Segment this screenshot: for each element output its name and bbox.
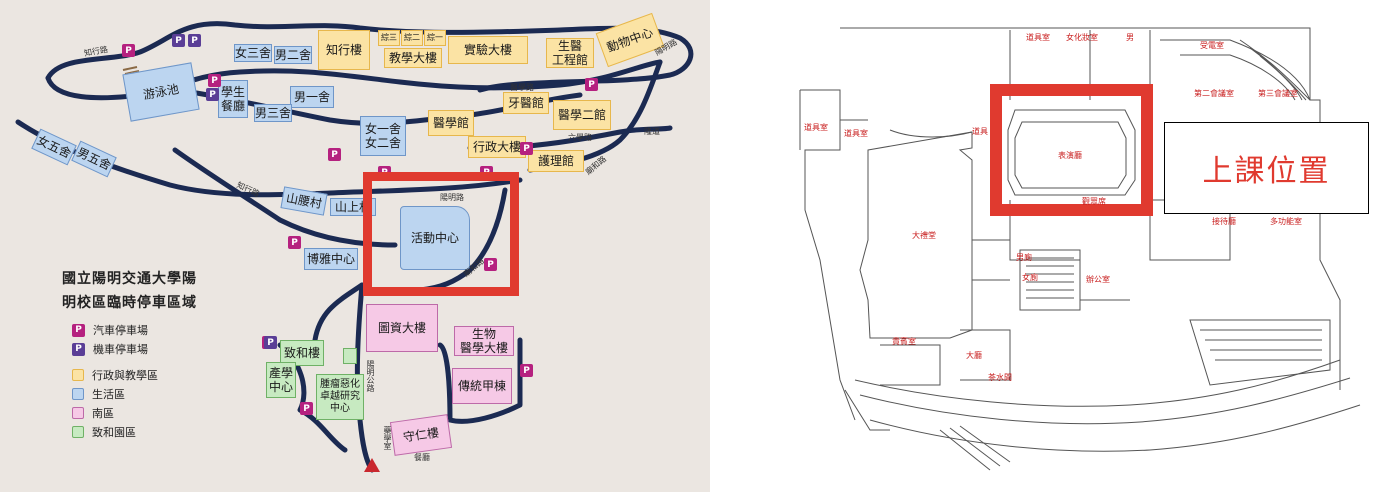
label-ortho: 藥學室: [383, 426, 392, 450]
room-huiyi-three: 第三會議室: [1258, 89, 1298, 98]
building-zong-yi: 綜一: [424, 30, 446, 46]
car-parking-icon: P: [288, 236, 301, 249]
room-huiyi-two: 第二會議室: [1194, 89, 1234, 98]
car-parking-icon: P: [122, 44, 135, 57]
building-chuantong: 傳統甲棟: [452, 368, 512, 404]
room-nanmian: 男廁: [1016, 253, 1032, 262]
room-duogongneng: 多功能室: [1270, 217, 1302, 226]
building-zhixing: 知行樓: [318, 30, 370, 70]
car-parking-icon: P: [520, 364, 533, 377]
building-shengwu: 生物 醫學大樓: [454, 326, 514, 356]
building-boya: 博雅中心: [304, 248, 358, 270]
building-xuesheng: 學生 餐廳: [218, 80, 248, 118]
legend-label: 生活區: [92, 388, 125, 401]
road-label-r3: 醫學路: [510, 83, 534, 92]
building-zong-er: 綜二: [401, 30, 423, 46]
car-parking-icon: P: [520, 142, 533, 155]
building-yixue-er: 醫學二館: [553, 100, 611, 130]
life-zone-swatch: [72, 388, 84, 400]
legend-label: 南區: [92, 407, 114, 420]
motorcycle-parking-icon: P: [264, 336, 277, 349]
room-daojushi-left: 道具室: [804, 123, 828, 132]
zhihe-zone-swatch: [72, 426, 84, 438]
legend-label: 致和園區: [92, 426, 136, 439]
room-nvce: 女廁: [1022, 273, 1038, 282]
legend-car-parking: P 汽車停車場: [72, 322, 148, 338]
building-chuanxue: 產學 中心: [266, 362, 296, 398]
room-guanzhongxi: 觀眾席: [1082, 197, 1106, 206]
room-dating: 大廳: [966, 351, 982, 360]
room-guibin: 貴賓室: [892, 337, 916, 346]
building-nv-yi-er: 女一舍 女二舍: [360, 116, 406, 156]
legend-motorcycle-parking: P 機車停車場: [72, 341, 148, 357]
room-jiedai: 接待廳: [1212, 217, 1236, 226]
performance-hall-highlight: [990, 84, 1153, 216]
building-zong-san: 綜三: [378, 30, 400, 46]
activity-center-floorplan: 道具室 女化妝室 男 受電室 道具室 道具室 道具 表演廳 第二會議室 第三會議…: [710, 0, 1384, 492]
building-nan-san: 男三舍: [254, 104, 292, 122]
building-tuzi: 圖資大樓: [366, 304, 438, 352]
motorcycle-parking-icon: P: [188, 34, 201, 47]
label-shouren-sub: 餐廳: [414, 453, 430, 462]
building-yixue: 醫學館: [428, 110, 474, 136]
building-huli: 護理館: [528, 150, 584, 172]
room-bangongshi: 辦公室: [1086, 275, 1110, 284]
car-parking-icon: P: [585, 78, 598, 91]
road-label-r10: 陽明公路: [366, 360, 375, 392]
class-location-callout: 上課位置: [1164, 122, 1369, 214]
legend-label: 機車停車場: [93, 343, 148, 356]
building-zhihe: 致和樓: [280, 340, 324, 366]
building-xingzheng: 行政大樓: [468, 136, 526, 158]
building-yaxue: 牙醫館: [503, 92, 549, 114]
car-parking-icon: P: [208, 74, 221, 87]
car-parking-icon: P: [328, 148, 341, 161]
building-jiaoxue: 教學大樓: [384, 48, 442, 68]
room-nan: 男: [1126, 33, 1134, 42]
room-daojuhua: 道具: [972, 127, 988, 136]
car-parking-icon: P: [72, 323, 85, 337]
room-biaoyan: 表演廳: [1058, 151, 1082, 160]
legend-zhihe-zone: 致和園區: [72, 424, 136, 440]
legend-label: 汽車停車場: [93, 324, 148, 337]
admin-zone-swatch: [72, 369, 84, 381]
road-label-r8: 陽明路: [440, 193, 464, 202]
legend-label: 行政與教學區: [92, 369, 158, 382]
class-location-text: 上課位置: [1202, 154, 1331, 189]
legend-south-zone: 南區: [72, 405, 114, 421]
building-nv-san: 女三舍: [234, 44, 272, 62]
building-huodong: 活動中心: [400, 206, 470, 270]
activity-center-highlight: [363, 172, 519, 296]
map-title-line1: 國立陽明交通大學陽: [62, 271, 197, 287]
road-label-r4: 六學路: [568, 133, 592, 142]
campus-parking-map: 知行樓 綜三 綜二 綜一 教學大樓 實驗大樓 生醫 工程館 動物中心 牙醫館 醫…: [0, 0, 710, 492]
room-nv-huazhuang: 女化妝室: [1066, 33, 1098, 42]
floorplan-drawing: [799, 27, 1361, 471]
motorcycle-parking-icon: P: [172, 34, 185, 47]
legend-life-zone: 生活區: [72, 386, 125, 402]
building-nan-yi: 男一舍: [290, 86, 334, 108]
building-zhongliu: 腫瘤惡化 卓越研究 中心: [316, 374, 364, 420]
building-shiyan: 實驗大樓: [448, 36, 528, 64]
room-dilitang: 大禮堂: [912, 231, 936, 240]
room-daojushi-top: 道具室: [1026, 33, 1050, 42]
road-label-r5: 隆道: [644, 127, 660, 136]
building-shengyi: 生醫 工程館: [546, 38, 594, 68]
legend-admin-zone: 行政與教學區: [72, 367, 158, 383]
south-zone-swatch: [72, 407, 84, 419]
car-parking-icon: P: [484, 258, 497, 271]
room-shoudian: 受電室: [1200, 41, 1224, 50]
building-nan-er: 男二舍: [274, 46, 312, 64]
room-daojushi-inner: 道具室: [844, 129, 868, 138]
car-parking-icon: P: [300, 402, 313, 415]
map-title-line2: 明校區臨時停車區域: [62, 295, 197, 311]
room-chashuijian: 茶水間: [988, 373, 1012, 382]
motorcycle-parking-icon: P: [206, 88, 219, 101]
building-small-green: [343, 348, 357, 364]
motorcycle-parking-icon: P: [72, 342, 85, 356]
